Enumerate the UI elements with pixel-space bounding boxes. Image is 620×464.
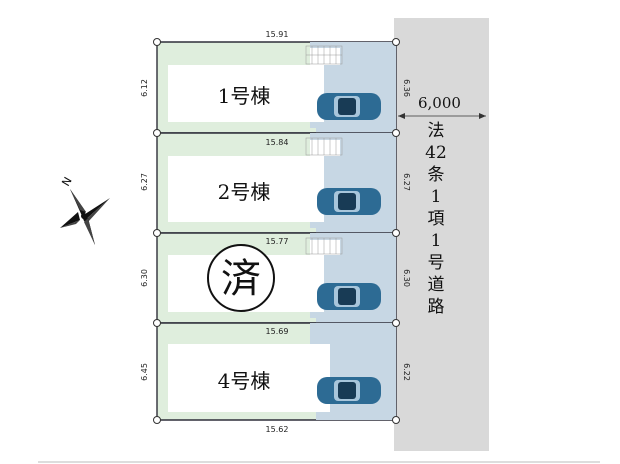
compass-icon: N (59, 175, 110, 245)
road-char: 項 (428, 209, 445, 229)
road-char: 条 (428, 165, 445, 185)
road-char: 路 (428, 297, 445, 317)
road (394, 18, 489, 451)
car-icon (317, 283, 381, 310)
lot-4: 4号棟 15.69 15.62 6.45 6.22 (140, 322, 411, 434)
road-char: 1 (431, 231, 442, 251)
lot-1: 1号棟 15.91 6.12 6.36 (140, 30, 411, 134)
right-dimension: 6.27 (402, 173, 411, 191)
sold-badge: 済 (207, 244, 275, 312)
road-designation: 法 42 条 1 項 1 号 道 路 (425, 121, 447, 317)
road-char: 道 (428, 275, 445, 295)
road-char: 42 (425, 143, 447, 163)
car-icon (317, 93, 381, 120)
right-dimension: 6.30 (402, 269, 411, 287)
lot-2: 2号棟 15.84 6.27 6.27 (140, 132, 411, 234)
road-char: 法 (428, 121, 445, 141)
right-dimension: 6.22 (402, 363, 411, 381)
top-dimension: 15.91 (266, 30, 289, 39)
left-dimension: 6.27 (140, 173, 149, 191)
top-dimension: 15.84 (266, 138, 289, 147)
lot-3: 済 15.77 6.30 6.30 (140, 232, 411, 324)
bottom-dimension: 15.62 (266, 425, 289, 434)
top-dimension: 15.69 (266, 327, 289, 336)
left-dimension: 6.12 (140, 79, 149, 97)
road-char: 1 (431, 187, 442, 207)
road-char: 号 (428, 253, 445, 273)
right-dimension: 6.36 (402, 79, 411, 97)
sold-mark: 済 (221, 256, 261, 302)
road-width-dimension: 6,000 (398, 94, 486, 119)
lot-label: 1号棟 (218, 84, 271, 108)
top-dimension: 15.77 (266, 237, 289, 246)
car-icon (317, 377, 381, 404)
lot-label: 4号棟 (218, 369, 271, 393)
corner-markers (153, 38, 400, 424)
left-dimension: 6.45 (140, 363, 149, 381)
lot-label: 2号棟 (218, 180, 271, 204)
car-icon (317, 188, 381, 215)
road-width-label: 6,000 (418, 94, 461, 112)
compass-north-label: N (59, 175, 74, 189)
left-dimension: 6.30 (140, 269, 149, 287)
